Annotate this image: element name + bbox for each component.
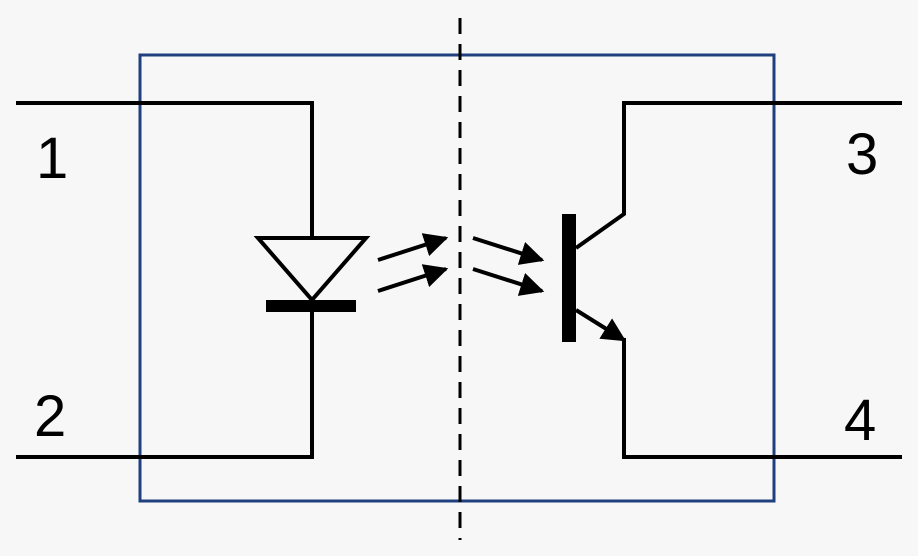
- emitter-lead: [574, 308, 627, 342]
- phototransistor-icon: [562, 101, 902, 459]
- transistor-base-bar: [562, 214, 576, 342]
- emission-arrow-upper: [377, 233, 449, 262]
- pin-1-lead: [16, 101, 314, 238]
- collector-lead: [574, 101, 902, 250]
- light-arrows-icon: [377, 233, 545, 296]
- reception-arrow-upper: [472, 236, 545, 265]
- pin-label-3: 3: [846, 122, 878, 187]
- diode-triangle: [253, 236, 371, 304]
- emission-arrow-lower: [377, 264, 449, 293]
- led-circuit: [16, 101, 314, 459]
- pin-4-lead: [622, 338, 902, 459]
- pin-label-2: 2: [34, 384, 66, 449]
- led-diode-icon: [253, 236, 371, 312]
- pin-label-4: 4: [844, 388, 876, 453]
- pin-label-1: 1: [36, 126, 68, 191]
- package-outline: [138, 53, 776, 503]
- reception-arrow-lower: [472, 267, 545, 296]
- pin-2-lead: [16, 308, 314, 459]
- diode-cathode-bar: [266, 300, 356, 312]
